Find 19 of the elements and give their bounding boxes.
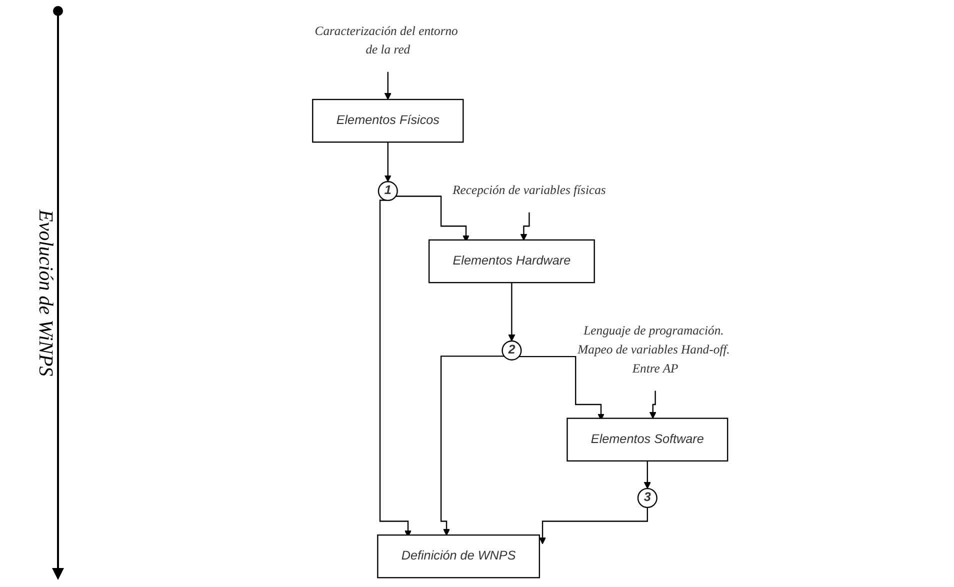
node-box: Elementos Software	[567, 417, 729, 462]
node-text: Recepción de variables físicas	[452, 183, 606, 197]
arrow	[508, 282, 516, 341]
arrow	[384, 70, 392, 100]
arrow	[520, 211, 530, 240]
node-circle: 2	[502, 340, 522, 360]
node-box: Elementos Hardware	[428, 238, 596, 283]
node-box: Elementos Físicos	[312, 98, 464, 142]
node-circle: 1	[378, 180, 398, 201]
node-circle: 3	[638, 487, 658, 508]
axis-label: Evolución de WiNPS	[34, 210, 56, 376]
node-text: Caracterización del entorno de la red	[315, 24, 458, 56]
arrow	[384, 141, 392, 182]
arrow	[650, 390, 657, 418]
arrow	[539, 506, 648, 544]
node-text: Lenguaje de programación. Mapeo de variables Hand-off. Entre AP	[578, 324, 730, 376]
arrow	[440, 355, 505, 536]
node-box: Definición de WNPS	[377, 534, 540, 578]
arrow	[644, 460, 652, 488]
